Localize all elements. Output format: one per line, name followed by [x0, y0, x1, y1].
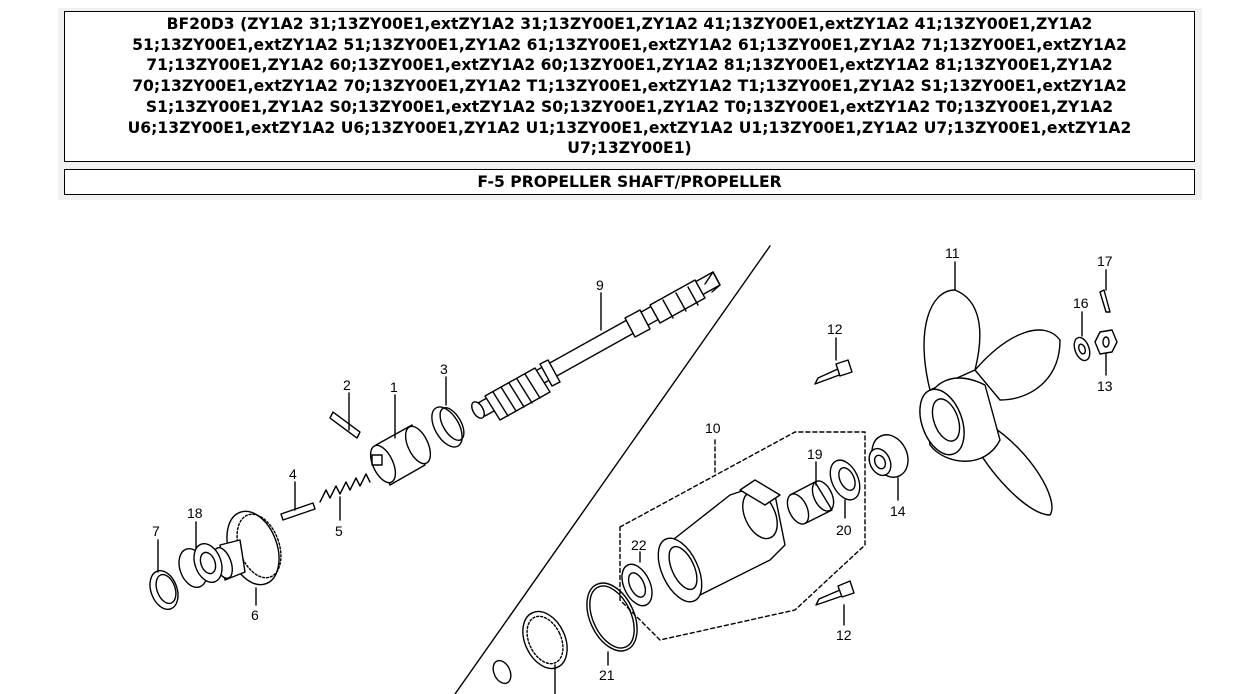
callout-10: 10: [705, 420, 721, 436]
callout-22: 22: [631, 537, 647, 553]
separator-line: [454, 245, 771, 694]
part-3-ring: [431, 406, 465, 448]
callout-12-lower: 12: [836, 627, 852, 643]
callout-9: 9: [596, 277, 604, 293]
part-12-bolt-upper: [814, 359, 853, 385]
section-title: F-5 PROPELLER SHAFT/PROPELLER: [64, 169, 1195, 195]
callout-4: 4: [289, 466, 297, 482]
callout-1: 1: [390, 379, 398, 395]
part-10-group-outline: [619, 431, 866, 641]
part-10-bearing-holder: [657, 479, 786, 603]
part-5-spring: [319, 473, 371, 503]
callout-17: 17: [1097, 253, 1113, 269]
callout-16: 16: [1073, 295, 1089, 311]
part-small-washer: [492, 659, 512, 685]
part-20-oil-seal: [829, 459, 861, 501]
part-19-needle-bearing: [786, 480, 835, 525]
model-title-text: BF20D3 (ZY1A2 31;13ZY00E1,extZY1A2 31;13…: [127, 15, 1132, 158]
part-1-clutch: [369, 424, 432, 486]
callout-5: 5: [335, 523, 343, 539]
callout-2: 2: [343, 377, 351, 393]
part-22-bearing: [621, 563, 653, 607]
callout-6: 6: [251, 607, 259, 623]
callout-19: 19: [807, 446, 823, 462]
part-18-bearing: [178, 542, 223, 589]
part-9-propeller-shaft: [471, 271, 721, 421]
section-title-text: F-5 PROPELLER SHAFT/PROPELLER: [477, 173, 782, 191]
callout-7: 7: [152, 523, 160, 539]
part-14-thrust-washer: [868, 434, 909, 478]
callout-14: 14: [890, 503, 906, 519]
callout-20: 20: [836, 522, 852, 538]
part-13-nut: [1094, 329, 1118, 355]
part-4-pin: [280, 502, 316, 521]
callout-11: 11: [945, 245, 960, 261]
callout-18: 18: [187, 505, 203, 521]
part-7-shim: [149, 569, 179, 611]
part-bevel-gear: [522, 610, 568, 694]
model-title: BF20D3 (ZY1A2 31;13ZY00E1,extZY1A2 31;13…: [64, 11, 1195, 162]
part-12-bolt-lower: [815, 580, 855, 606]
callout-21: 21: [599, 667, 615, 683]
part-2-pin: [329, 411, 361, 439]
part-21-o-ring: [586, 582, 638, 652]
part-6-forward-gear: [213, 510, 282, 586]
part-11-propeller: [919, 289, 1061, 516]
part-17-cotter-pin: [1099, 289, 1111, 313]
callout-3: 3: [440, 361, 448, 377]
callout-12-upper: 12: [827, 321, 843, 337]
part-16-washer: [1073, 336, 1091, 362]
callout-13: 13: [1097, 378, 1113, 394]
